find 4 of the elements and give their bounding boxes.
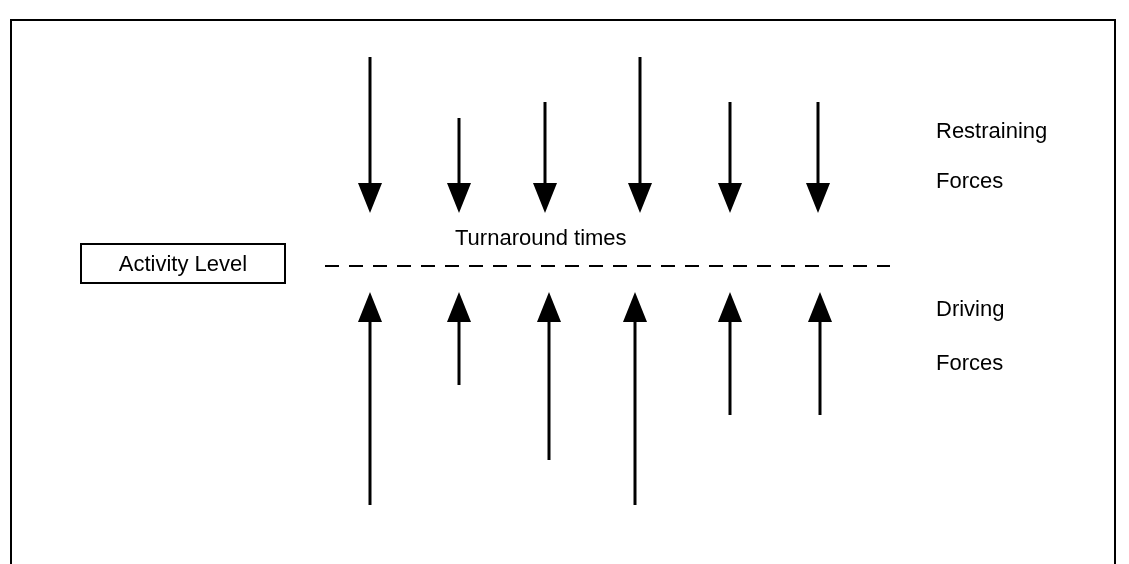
force-label: Driving Forces	[936, 295, 1006, 377]
force-label: Restraining Forces	[936, 117, 1049, 195]
force-label: Turnaround times	[455, 225, 628, 251]
label-box: Activity Level	[80, 243, 286, 284]
